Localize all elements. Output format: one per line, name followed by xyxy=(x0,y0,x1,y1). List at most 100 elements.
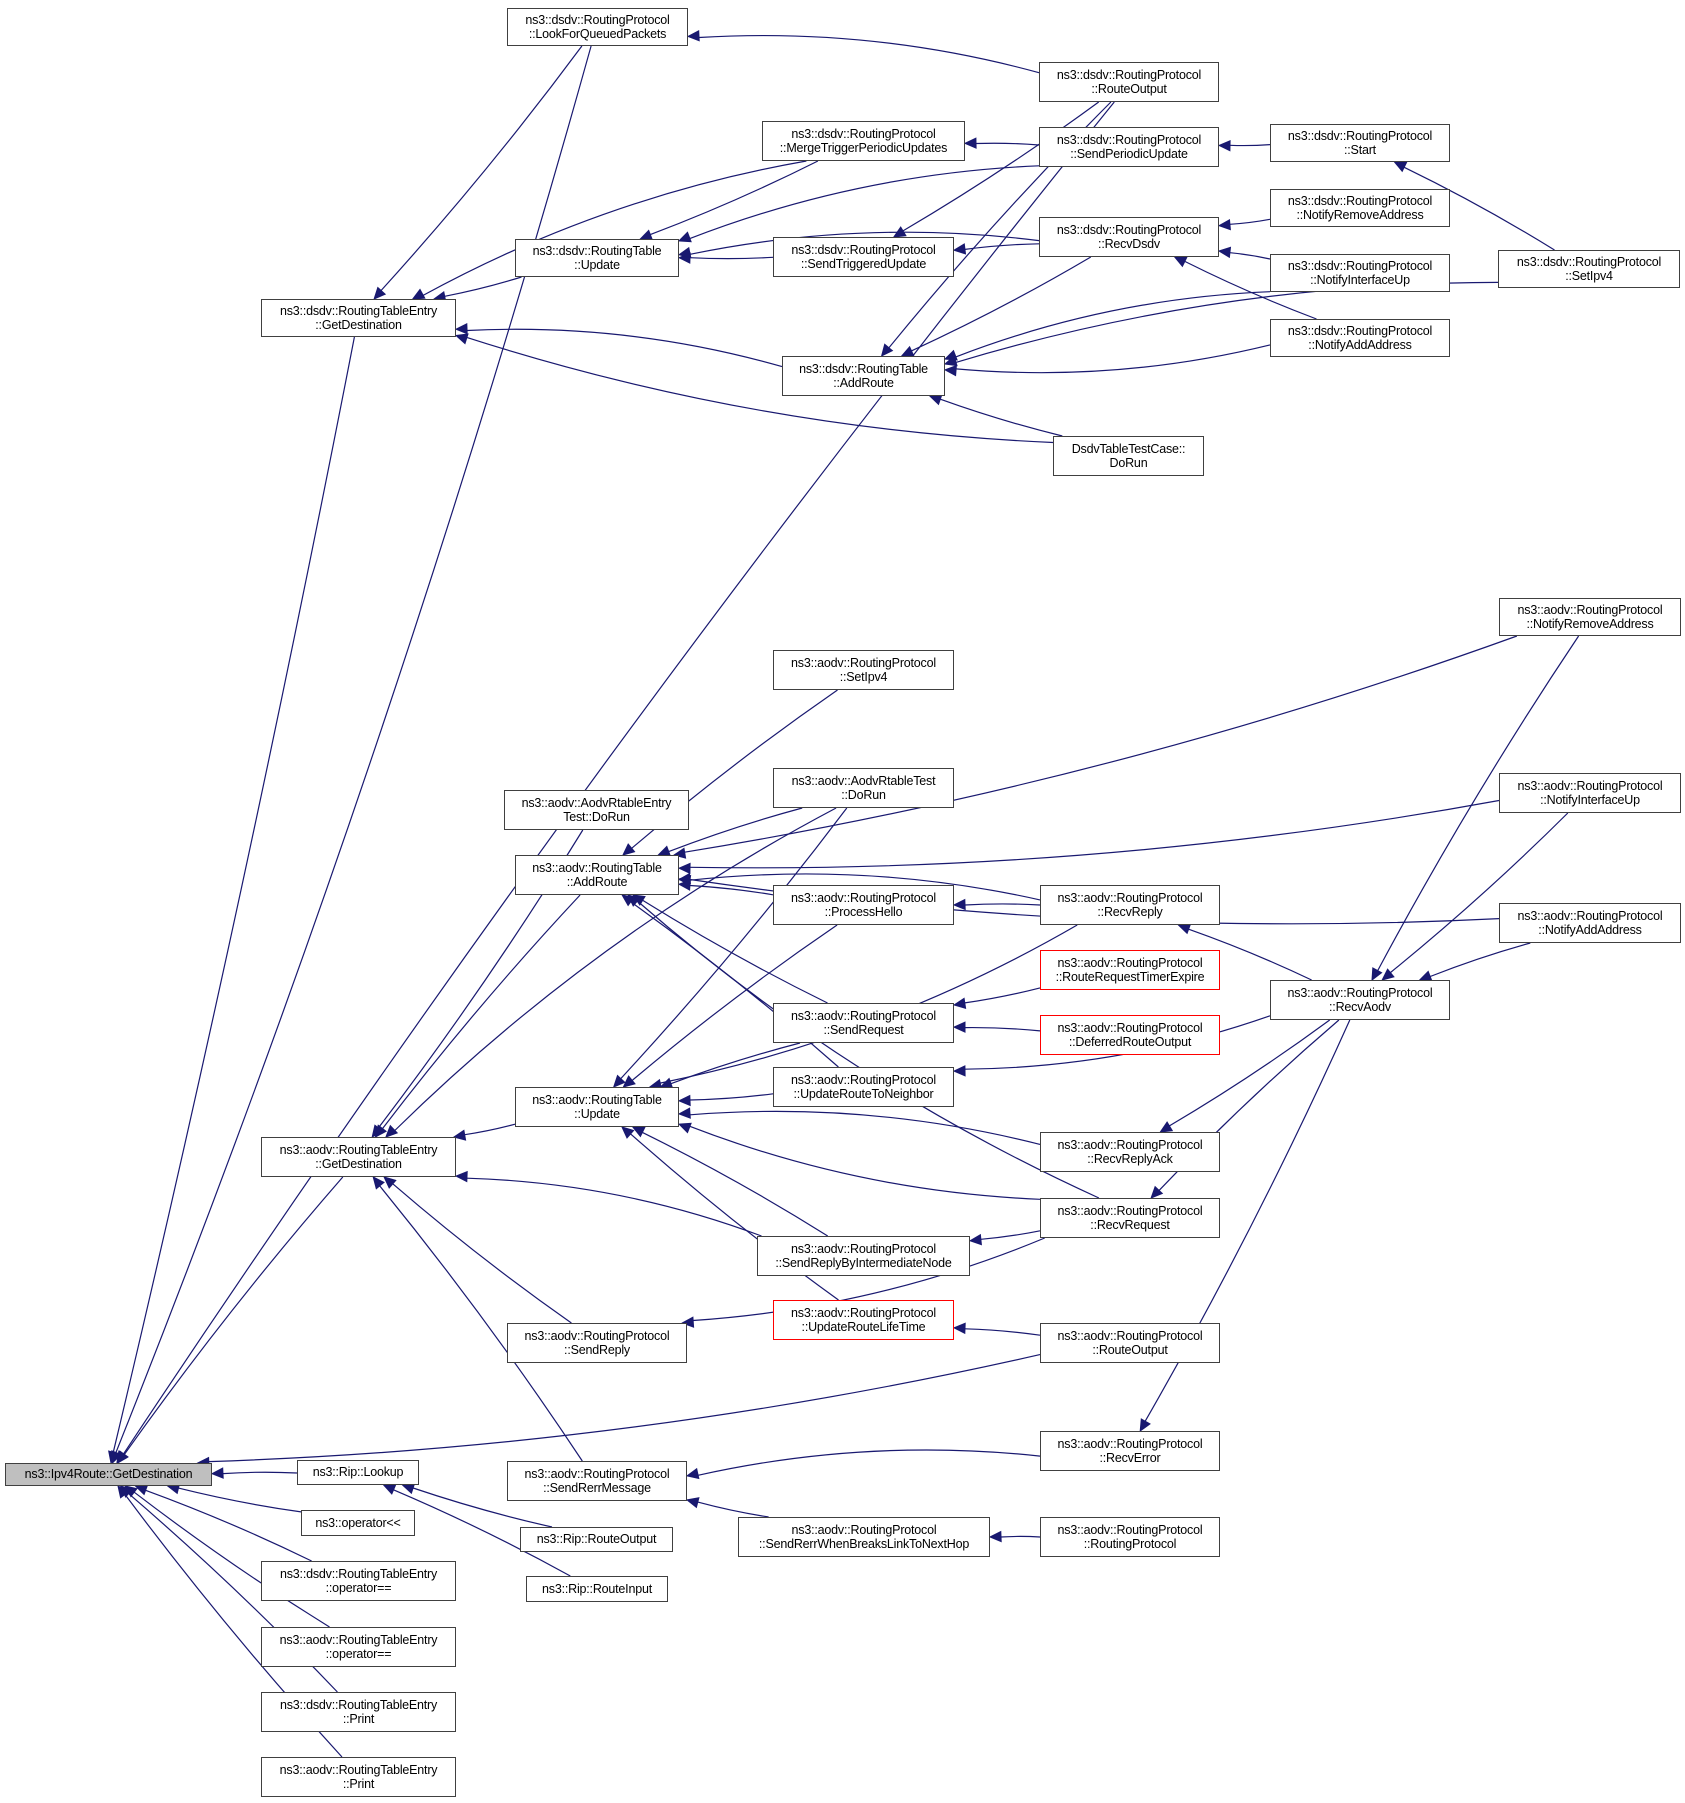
node-dsdv-recv[interactable]: ns3::dsdv::RoutingProtocol::RecvDsdv xyxy=(1039,217,1219,257)
node-label-line: ::RecvError xyxy=(1099,1451,1161,1465)
node-label-line: ::UpdateRouteToNeighbor xyxy=(793,1087,934,1101)
edge-aodv-rra-to-aodv-rtupd xyxy=(689,1110,1041,1145)
node-label-line: ::GetDestination xyxy=(315,1157,402,1171)
edge-aodv-recvaodv-to-aodv-rra xyxy=(1169,1019,1331,1127)
node-aodv-srwb[interactable]: ns3::aodv::RoutingProtocol::SendRerrWhen… xyxy=(738,1517,990,1557)
node-aodv-recvreply[interactable]: ns3::aodv::RoutingProtocol::RecvReply xyxy=(1040,885,1220,925)
node-dsdv-niu[interactable]: ns3::dsdv::RoutingProtocol::NotifyInterf… xyxy=(1270,254,1450,292)
node-aodv-rra[interactable]: ns3::aodv::RoutingProtocol::RecvReplyAck xyxy=(1040,1132,1220,1172)
arrowhead-icon xyxy=(1371,967,1383,982)
node-dsdv-naa[interactable]: ns3::dsdv::RoutingProtocol::NotifyAddAdd… xyxy=(1270,319,1450,357)
node-aodv-naa[interactable]: ns3::aodv::RoutingProtocol::NotifyAddAdd… xyxy=(1499,903,1681,943)
node-dsdv-print[interactable]: ns3::dsdv::RoutingTableEntry::Print xyxy=(261,1692,456,1732)
arrowhead-icon xyxy=(677,246,692,259)
arrowhead-icon xyxy=(677,231,692,243)
node-rip-lookup[interactable]: ns3::Rip::Lookup xyxy=(297,1460,419,1485)
arrowhead-icon xyxy=(372,1176,385,1190)
arrowhead-icon xyxy=(1217,246,1232,259)
node-op-ltlt[interactable]: ns3::operator<< xyxy=(301,1510,415,1536)
node-aodv-urtn[interactable]: ns3::aodv::RoutingProtocol::UpdateRouteT… xyxy=(773,1067,954,1107)
edge-dsdv-mtpu-to-dsdv-rtupd xyxy=(650,160,819,236)
node-dsdv-rtupd[interactable]: ns3::dsdv::RoutingTable::Update xyxy=(515,239,679,277)
arrowhead-icon xyxy=(681,1316,695,1328)
arrowhead-icon xyxy=(685,1497,700,1509)
edge-dsdv-niu-to-dsdv-recv xyxy=(1229,252,1271,260)
node-label-line: ::NotifyInterfaceUp xyxy=(1310,273,1410,287)
node-label-line: ::Update xyxy=(574,1107,620,1121)
node-dsdv-ro[interactable]: ns3::dsdv::RoutingProtocol::RouteOutput xyxy=(1039,62,1219,102)
arrowhead-icon xyxy=(952,1065,966,1077)
node-aodv-ro[interactable]: ns3::aodv::RoutingProtocol::RouteOutput xyxy=(1040,1323,1220,1363)
node-label-line: ns3::dsdv::RoutingTableEntry xyxy=(280,303,437,318)
arrowhead-icon xyxy=(134,1484,149,1496)
node-aodv-setipv4[interactable]: ns3::aodv::RoutingProtocol::SetIpv4 xyxy=(773,650,954,690)
node-aodv-dro[interactable]: ns3::aodv::RoutingProtocol::DeferredRout… xyxy=(1040,1015,1220,1055)
node-aodv-opeq[interactable]: ns3::aodv::RoutingTableEntry::operator== xyxy=(261,1627,456,1667)
arrowhead-icon xyxy=(631,894,646,906)
edge-dsdv-opeq-to-root xyxy=(145,1489,312,1562)
node-label-line: ::RecvRequest xyxy=(1090,1218,1170,1232)
node-aodv-hello[interactable]: ns3::aodv::RoutingProtocol::ProcessHello xyxy=(773,885,954,925)
arrowhead-icon xyxy=(943,355,958,367)
edge-aodv-urtn-to-aodv-rtupd xyxy=(689,1093,774,1101)
node-label-line: ns3::aodv::AodvRtableTest xyxy=(791,773,936,788)
node-label-line: ns3::aodv::RoutingTableEntry xyxy=(279,1632,438,1647)
node-dsdv-opeq[interactable]: ns3::dsdv::RoutingTableEntry::operator== xyxy=(261,1561,456,1601)
edge-dsdv-addroute-to-dsdv-rtegd xyxy=(466,328,783,368)
node-aodv-sendreply[interactable]: ns3::aodv::RoutingProtocol::SendReply xyxy=(507,1323,687,1363)
node-label-line: ns3::Ipv4Route::GetDestination xyxy=(24,1467,193,1482)
node-aodv-rpctor[interactable]: ns3::aodv::RoutingProtocol::RoutingProto… xyxy=(1040,1517,1220,1557)
node-aodv-print[interactable]: ns3::aodv::RoutingTableEntry::Print xyxy=(261,1757,456,1797)
node-dsdv-rtegd[interactable]: ns3::dsdv::RoutingTableEntry::GetDestina… xyxy=(261,299,456,337)
node-label-line: ::SetIpv4 xyxy=(1565,269,1613,283)
node-aodv-rtupd[interactable]: ns3::aodv::RoutingTable::Update xyxy=(515,1087,679,1127)
arrowhead-icon xyxy=(621,894,635,907)
node-aodv-recvaodv[interactable]: ns3::aodv::RoutingProtocol::RecvAodv xyxy=(1270,980,1450,1020)
node-label-line: ns3::Rip::RouteOutput xyxy=(536,1532,657,1547)
node-aodv-recverr[interactable]: ns3::aodv::RoutingProtocol::RecvError xyxy=(1040,1431,1220,1471)
node-label-line: ns3::aodv::RoutingProtocol xyxy=(1287,985,1433,1000)
node-dsdv-test[interactable]: DsdvTableTestCase::DoRun xyxy=(1053,436,1204,476)
node-label-line: ::DeferredRouteOutput xyxy=(1068,1035,1192,1049)
arrowhead-icon xyxy=(621,1126,635,1139)
node-label-line: ns3::aodv::RoutingProtocol xyxy=(791,1072,936,1087)
node-aodv-srm[interactable]: ns3::aodv::RoutingProtocol::SendRerrMess… xyxy=(507,1461,687,1501)
node-aodv-rtegd[interactable]: ns3::aodv::RoutingTableEntry::GetDestina… xyxy=(261,1137,456,1177)
node-dsdv-setipv4[interactable]: ns3::dsdv::RoutingProtocol::SetIpv4 xyxy=(1498,250,1680,288)
edge-aodv-recvreq-to-aodv-rtupd xyxy=(689,1125,1041,1200)
node-dsdv-addroute[interactable]: ns3::dsdv::RoutingTable::AddRoute xyxy=(782,356,945,396)
edge-aodv-recvreq-to-aodv-srbin xyxy=(980,1230,1041,1240)
node-aodv-urlt[interactable]: ns3::aodv::RoutingProtocol::UpdateRouteL… xyxy=(773,1300,954,1340)
node-aodv-sendreq[interactable]: ns3::aodv::RoutingProtocol::SendRequest xyxy=(773,1003,954,1043)
node-rip-ri[interactable]: ns3::Rip::RouteInput xyxy=(526,1576,668,1602)
arrowhead-icon xyxy=(631,1126,646,1138)
node-aodv-rtabletest[interactable]: ns3::aodv::AodvRtableTest::DoRun xyxy=(773,768,954,808)
arrowhead-icon xyxy=(677,862,691,875)
node-aodv-recvreq[interactable]: ns3::aodv::RoutingProtocol::RecvRequest xyxy=(1040,1198,1220,1238)
node-dsdv-nra[interactable]: ns3::dsdv::RoutingProtocol::NotifyRemove… xyxy=(1270,189,1450,227)
node-aodv-srbin[interactable]: ns3::aodv::RoutingProtocol::SendReplyByI… xyxy=(757,1236,970,1276)
node-aodv-addroute[interactable]: ns3::aodv::RoutingTable::AddRoute xyxy=(515,855,679,895)
edge-aodv-recvreply-to-aodv-hello xyxy=(964,903,1041,906)
node-aodv-rrte[interactable]: ns3::aodv::RoutingProtocol::RouteRequest… xyxy=(1040,950,1220,990)
node-label-line: ::NotifyRemoveAddress xyxy=(1296,208,1424,222)
arrowhead-icon xyxy=(454,333,469,345)
node-label-line: ns3::aodv::RoutingProtocol xyxy=(791,1008,936,1023)
node-root[interactable]: ns3::Ipv4Route::GetDestination xyxy=(5,1463,212,1486)
arrowhead-icon xyxy=(108,1450,120,1465)
node-dsdv-spu[interactable]: ns3::dsdv::RoutingProtocol::SendPeriodic… xyxy=(1039,127,1219,167)
edge-dsdv-start-to-dsdv-spu xyxy=(1229,144,1271,147)
node-dsdv-stu[interactable]: ns3::dsdv::RoutingProtocol::SendTriggere… xyxy=(773,237,954,277)
node-dsdv-lfqp[interactable]: ns3::dsdv::RoutingProtocol::LookForQueue… xyxy=(507,8,688,46)
node-dsdv-mtpu[interactable]: ns3::dsdv::RoutingProtocol::MergeTrigger… xyxy=(762,121,965,161)
edge-aodv-ro-to-root xyxy=(208,1354,1041,1463)
edge-dsdv-naa-to-dsdv-addroute xyxy=(955,344,1271,374)
node-dsdv-start[interactable]: ns3::dsdv::RoutingProtocol::Start xyxy=(1270,124,1450,162)
node-aodv-nra[interactable]: ns3::aodv::RoutingProtocol::NotifyRemove… xyxy=(1499,598,1681,636)
node-rip-ro[interactable]: ns3::Rip::RouteOutput xyxy=(520,1527,673,1552)
edge-aodv-niu-to-aodv-recvaodv xyxy=(1390,812,1569,974)
edge-rip-ro-to-rip-lookup xyxy=(412,1487,553,1528)
node-aodv-niu[interactable]: ns3::aodv::RoutingProtocol::NotifyInterf… xyxy=(1499,773,1681,813)
